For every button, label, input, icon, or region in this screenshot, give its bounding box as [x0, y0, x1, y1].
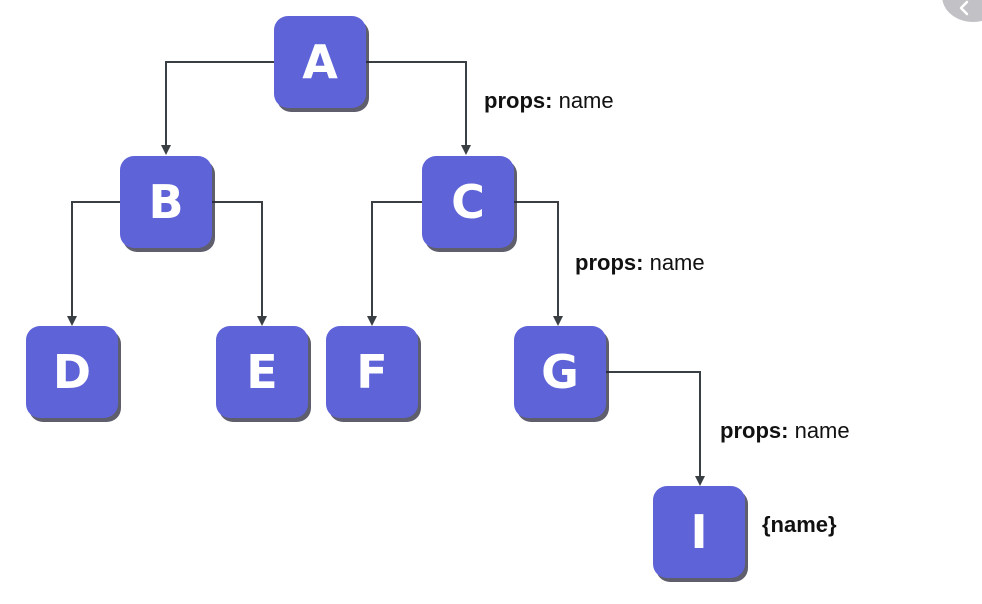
edge-b-e [212, 201, 267, 326]
chevron-left-icon [959, 0, 969, 16]
edge-c-f [367, 201, 422, 326]
node-i: I [653, 486, 745, 578]
node-b: B [120, 156, 212, 248]
node-d: D [26, 326, 118, 418]
edge-b-d [67, 201, 122, 326]
node-g: G [514, 326, 606, 418]
edge-c-g [514, 201, 563, 326]
edge-label-a-c: props: name [484, 88, 614, 114]
node-c: C [422, 156, 514, 248]
node-e: E [216, 326, 308, 418]
edge-label-a-c-value: name [558, 88, 614, 113]
edge-label-g-i: props: name [720, 418, 850, 444]
node-f: F [326, 326, 418, 418]
edge-label-c-g-value: name [649, 250, 705, 275]
edge-label-c-g-key: props: [575, 250, 644, 275]
received-prop-label: {name} [762, 512, 837, 537]
edge-g-i [605, 371, 705, 486]
node-a: A [274, 16, 366, 108]
edge-a-c [366, 61, 471, 155]
edge-label-g-i-key: props: [720, 418, 789, 443]
edge-label-g-i-value: name [794, 418, 850, 443]
edge-label-a-c-key: props: [484, 88, 553, 113]
edge-a-b [161, 61, 276, 155]
edge-label-c-g: props: name [575, 250, 705, 276]
